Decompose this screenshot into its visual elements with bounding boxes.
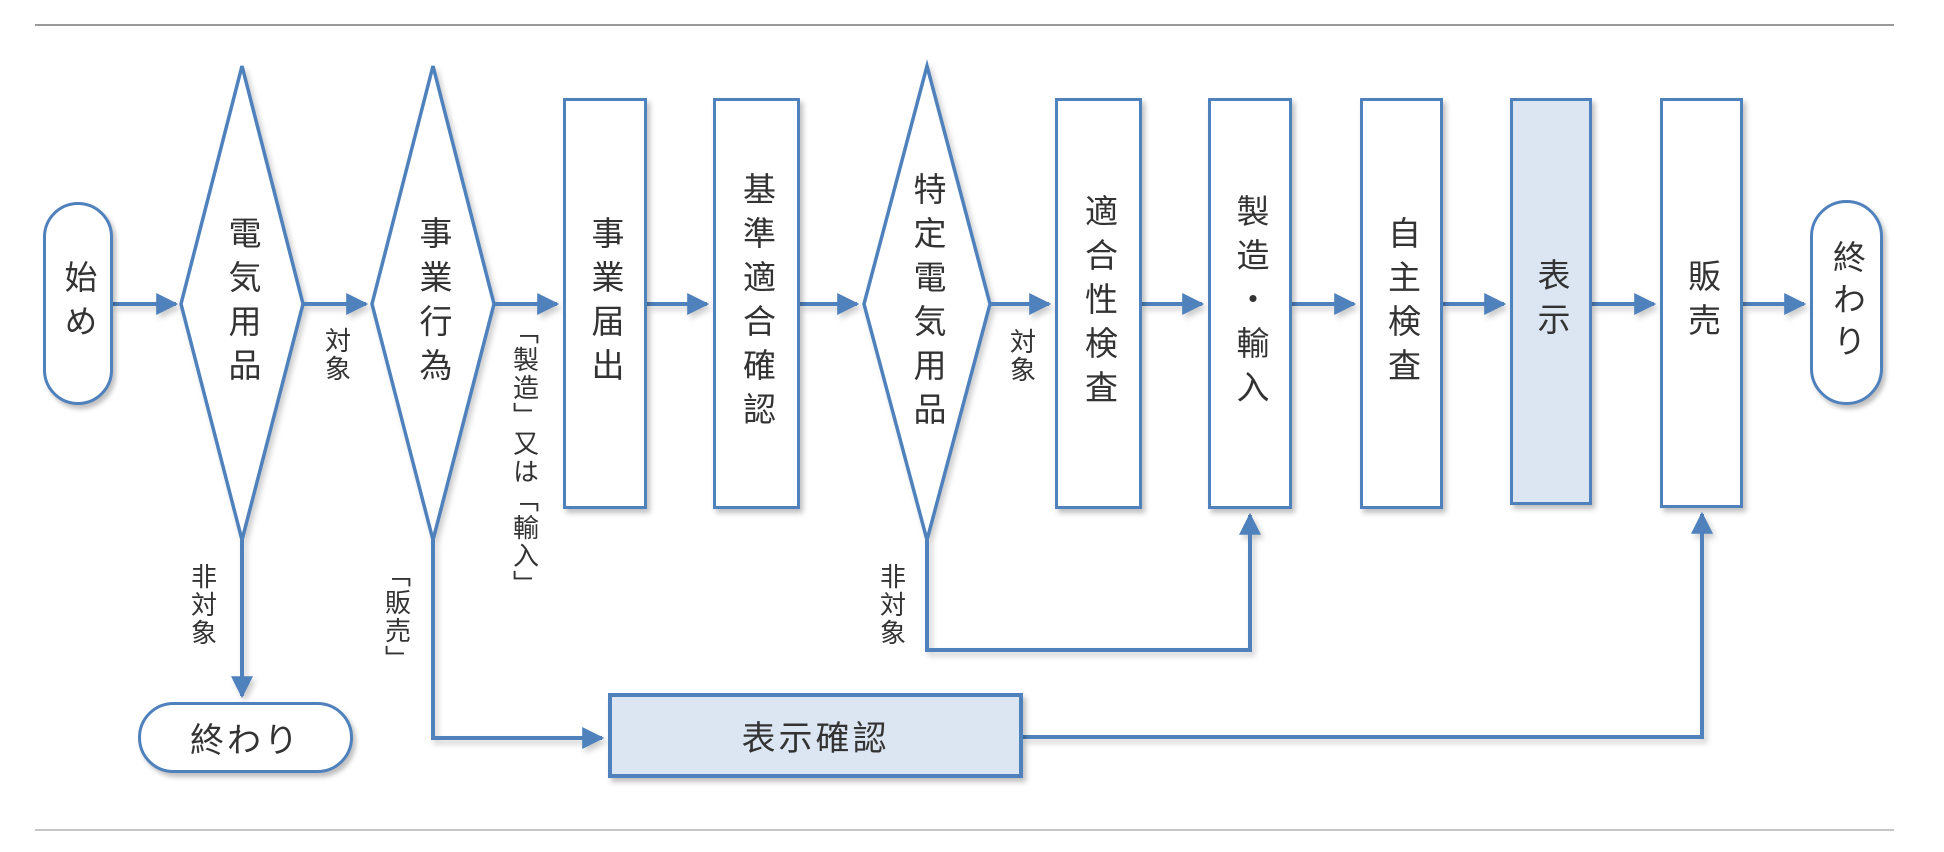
decision-electrical-appliance-diamond [179,65,305,547]
sale-label: 販売 [1683,259,1721,347]
manufacture-import-label: 製造・輸入 [1232,193,1269,414]
edge-label-specified-not-target: 非対象 [876,563,907,647]
end-terminal-right: 終わり [1810,200,1883,405]
process-labeling: 表示 [1510,98,1592,505]
start-label: 始め [60,259,97,348]
edge-label-specified-target: 対象 [1006,328,1037,384]
process-sale: 販売 [1660,98,1743,508]
process-conformity-inspection: 適合性検査 [1055,98,1142,509]
end-terminal-bottom: 終わり [138,702,353,773]
bottom-divider [35,829,1894,831]
conformity-inspection-label: 適合性検査 [1080,193,1118,414]
process-business-notification: 事業届出 [563,98,647,509]
top-divider [35,24,1894,26]
edge-business-sale-to-labelcheck [431,540,605,749]
process-self-inspection: 自主検査 [1360,98,1443,509]
end-right-label: 終わり [1828,239,1866,366]
process-manufacture-import: 製造・輸入 [1208,98,1292,509]
edge-label-sale: 「販売」 [381,561,412,673]
process-label-check: 表示確認 [608,693,1023,778]
edge-label-electrical-not-target: 非対象 [187,563,218,647]
end-bottom-label: 終わり [190,722,301,760]
decision-specified-electrical-diamond [862,59,992,547]
edge-label-electrical-target: 対象 [321,327,352,383]
start-terminal: 始め [43,202,113,405]
self-inspection-label: 自主検査 [1383,215,1421,392]
edge-labelcheck-to-sale [1023,511,1713,739]
decision-business-activity-diamond [370,65,496,547]
edge-specified-not-target-to-manufacture [925,512,1261,652]
labeling-label: 表示 [1533,257,1570,346]
process-standard-conformity-check: 基準適合確認 [713,98,800,509]
standard-conformity-label: 基準適合確認 [738,171,776,436]
edge-label-manufacture-or-import: 「製造」又は「輸入」 [509,318,540,598]
business-notification-label: 事業届出 [587,215,624,392]
label-check-label: 表示確認 [741,720,890,758]
